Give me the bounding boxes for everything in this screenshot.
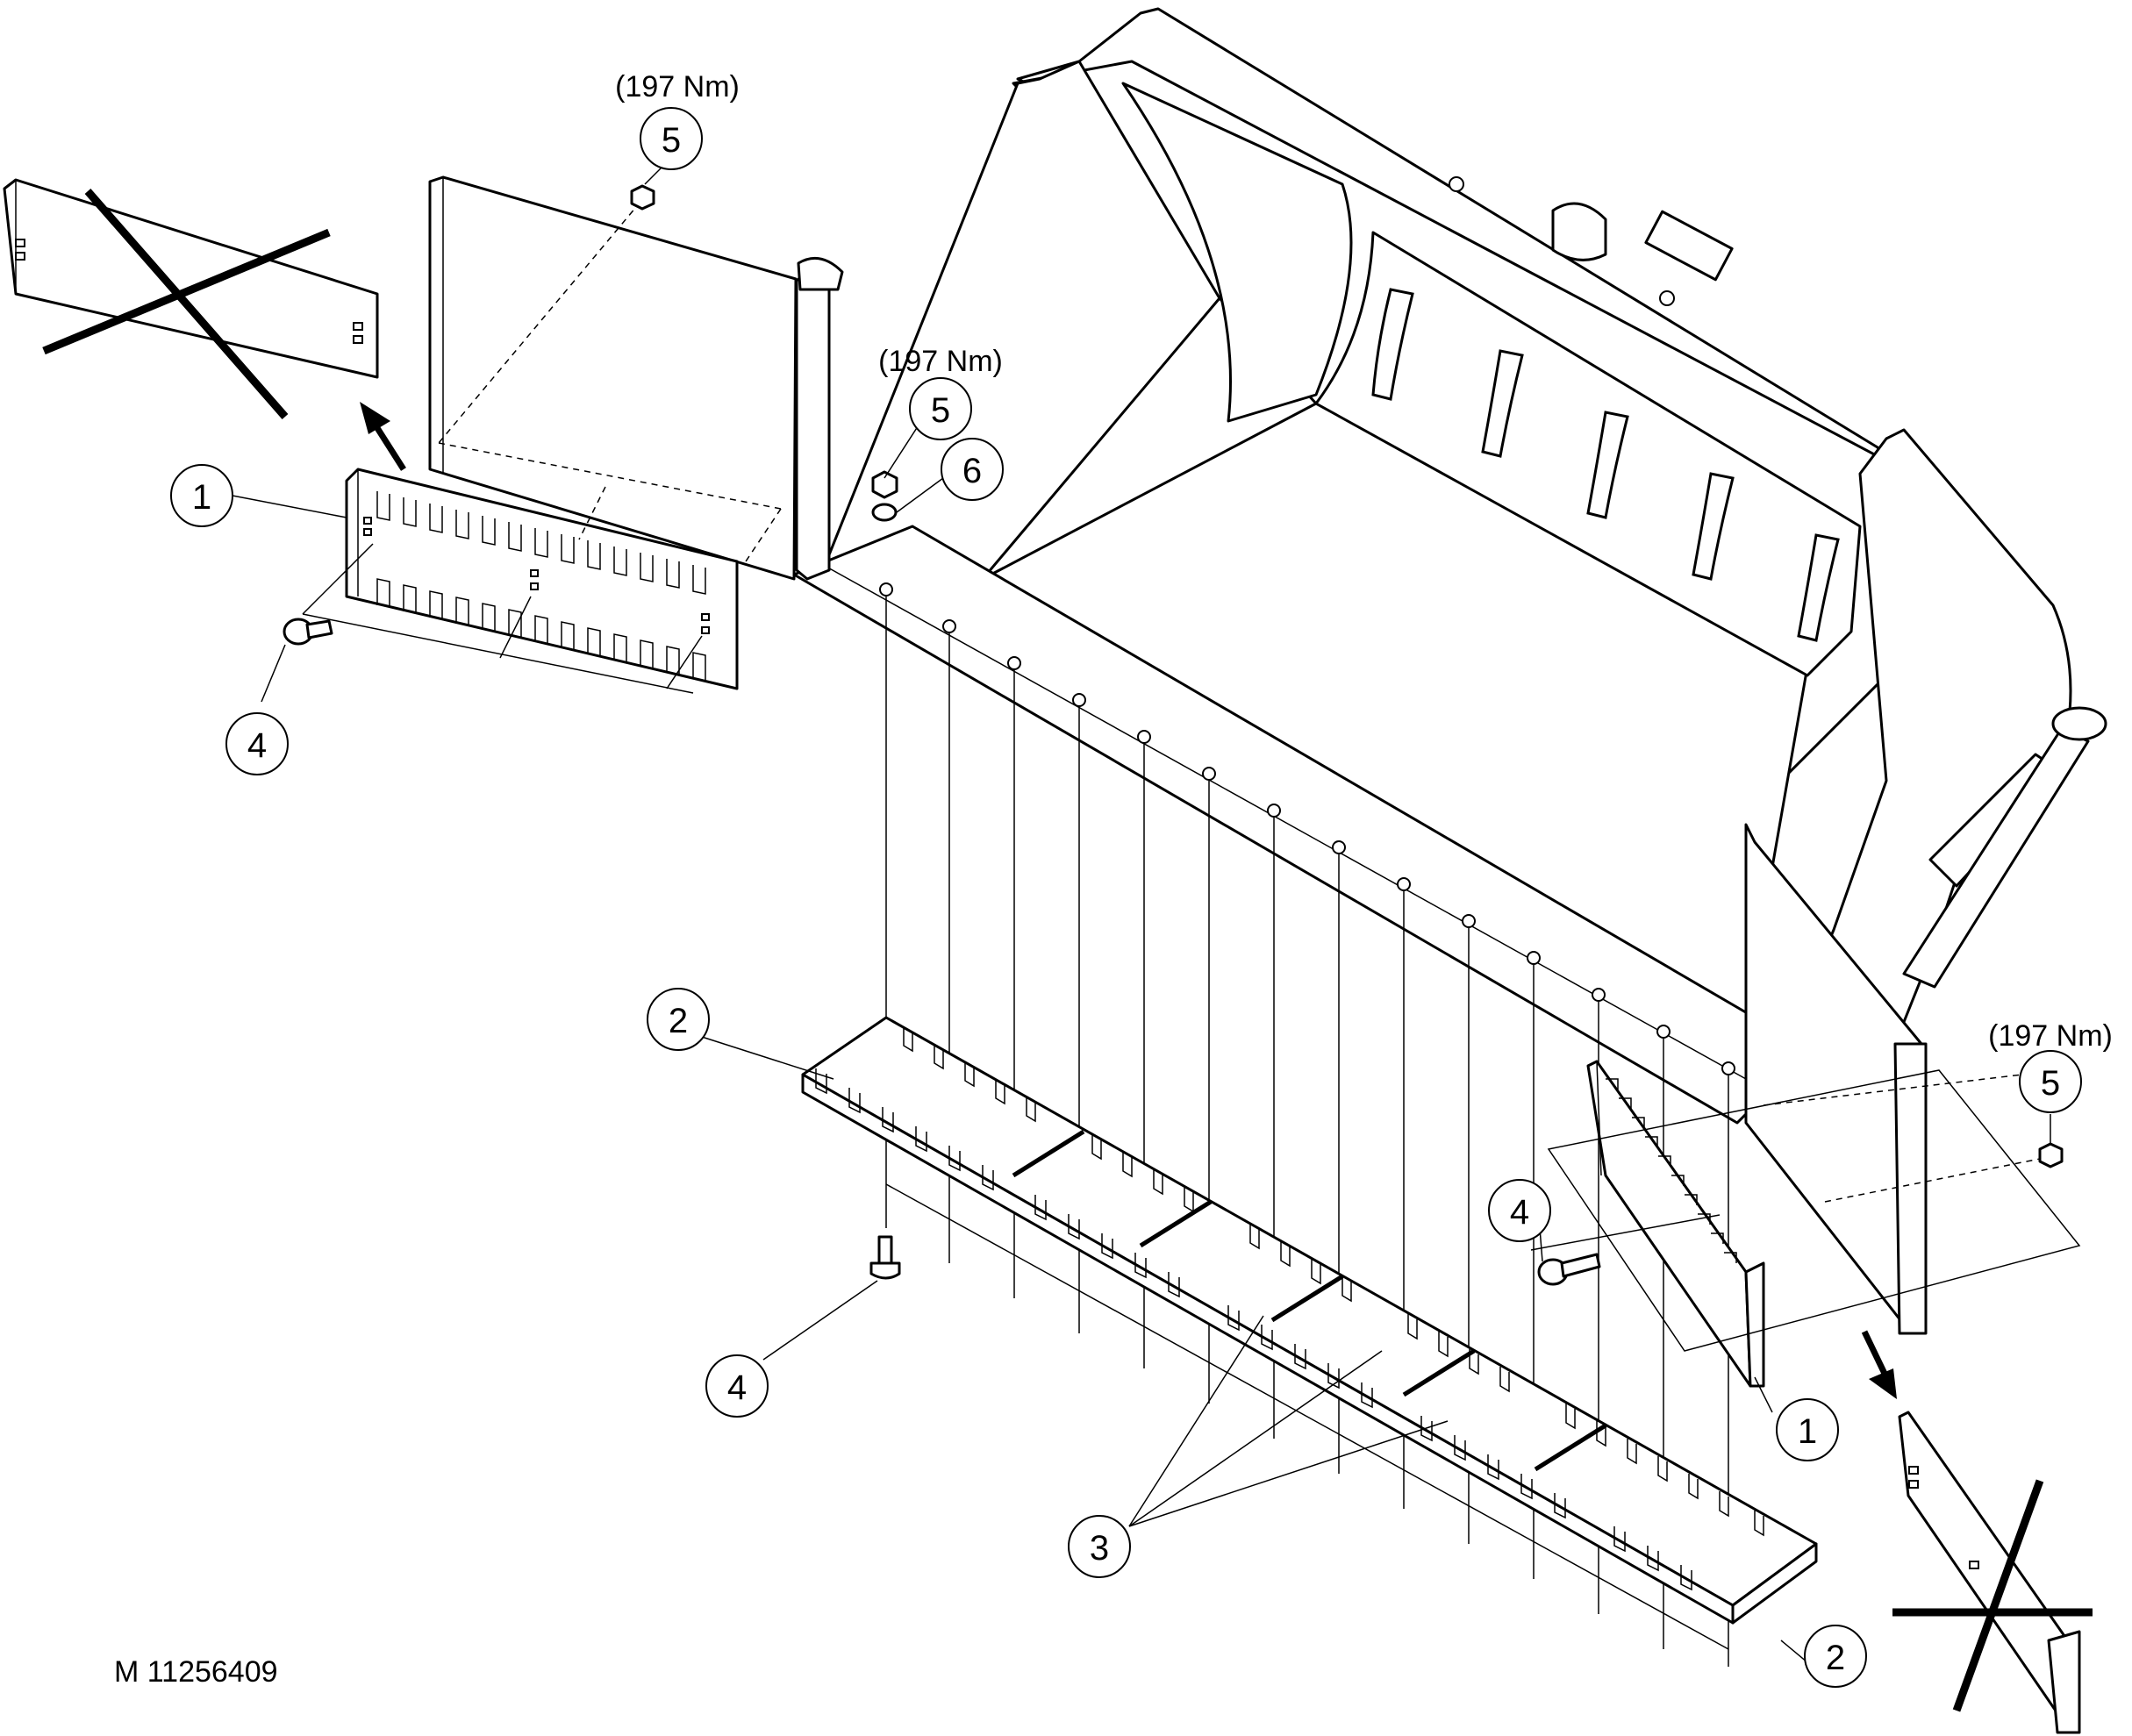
nut-washer-middle <box>871 420 944 522</box>
svg-text:4: 4 <box>1510 1193 1529 1232</box>
callout-1-right: 1 <box>1776 1398 1839 1461</box>
callout-4-right: 4 <box>1488 1179 1551 1242</box>
removal-arrow-bottom-right <box>1861 1330 1897 1399</box>
blade-bolt-holes <box>879 582 1735 1075</box>
callout-5-top: 5 <box>640 107 703 170</box>
svg-text:5: 5 <box>2041 1064 2060 1103</box>
callout-4-left: 4 <box>225 712 289 775</box>
bottom-wear-strip <box>801 1016 1818 1625</box>
assembly-dashed-lines-left <box>438 201 782 562</box>
torque-label-right: (197 Nm) <box>1988 1019 2113 1053</box>
svg-text:1: 1 <box>1798 1412 1817 1451</box>
callout-2-top: 2 <box>647 988 710 1051</box>
torque-label-top: (197 Nm) <box>615 70 740 104</box>
svg-text:1: 1 <box>192 478 211 517</box>
callout-2-bottom: 2 <box>1804 1625 1867 1688</box>
svg-text:2: 2 <box>1826 1639 1845 1677</box>
nut-right <box>2038 1114 2064 1168</box>
document-number: M 11256409 <box>114 1655 278 1689</box>
callout-5-right: 5 <box>2019 1050 2082 1113</box>
callout-6: 6 <box>941 438 1004 501</box>
bolt-bottom <box>762 1235 901 1361</box>
removed-plate-top-left <box>3 178 379 419</box>
svg-text:4: 4 <box>727 1368 747 1407</box>
callout-3: 3 <box>1068 1515 1131 1578</box>
svg-text:5: 5 <box>931 391 950 430</box>
bolt-right <box>1537 1227 1601 1286</box>
svg-text:4: 4 <box>247 726 267 765</box>
svg-text:6: 6 <box>962 452 982 490</box>
svg-text:3: 3 <box>1090 1529 1109 1568</box>
removed-plate-bottom-right <box>1892 1411 2093 1734</box>
callout-4-bottom: 4 <box>705 1354 769 1418</box>
svg-text:5: 5 <box>662 121 681 160</box>
removal-arrow-top-left <box>360 402 406 471</box>
bolt-left <box>261 618 333 703</box>
torque-label-middle: (197 Nm) <box>878 345 1003 378</box>
svg-text:2: 2 <box>669 1002 688 1040</box>
callout-5-middle: 5 <box>909 377 972 440</box>
left-side-cutter <box>345 468 739 690</box>
nut-top <box>630 184 655 211</box>
callout-1-left: 1 <box>170 464 233 527</box>
